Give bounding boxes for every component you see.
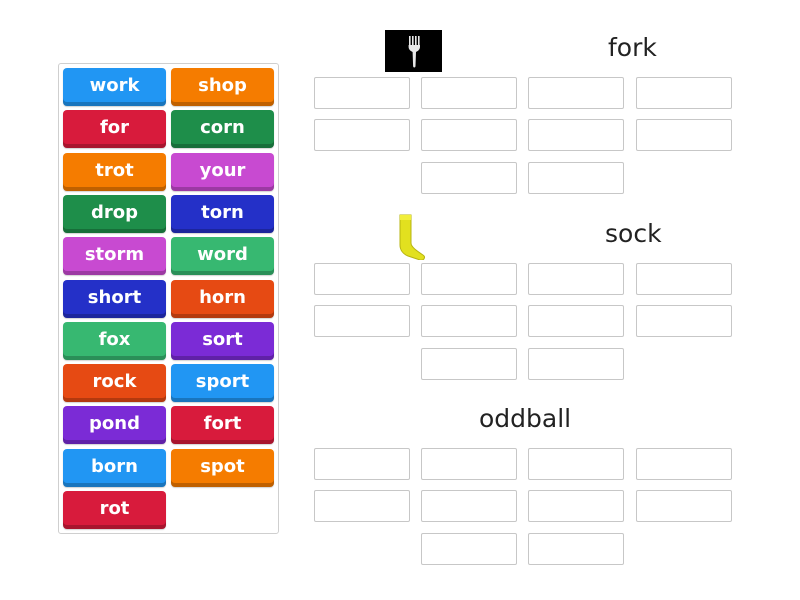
fork-icon xyxy=(385,30,442,72)
word-tile-torn[interactable]: torn xyxy=(171,194,274,233)
word-tile-storm[interactable]: storm xyxy=(63,237,166,276)
drop-slot-sock-6[interactable] xyxy=(421,305,517,337)
word-tile-spot[interactable]: spot xyxy=(171,448,274,487)
drop-slot-oddball-2[interactable] xyxy=(421,448,517,480)
drop-slot-sock-10[interactable] xyxy=(528,348,624,380)
word-tile-word[interactable]: word xyxy=(171,237,274,276)
word-tile-shop[interactable]: shop xyxy=(171,68,274,106)
drop-slot-sock-2[interactable] xyxy=(421,263,517,295)
drop-slot-sock-9[interactable] xyxy=(421,348,517,380)
drop-slot-fork-1[interactable] xyxy=(314,77,410,109)
word-tile-short[interactable]: short xyxy=(63,279,166,318)
drop-slot-oddball-4[interactable] xyxy=(636,448,732,480)
word-tile-fort[interactable]: fort xyxy=(171,406,274,445)
drop-slot-sock-3[interactable] xyxy=(528,263,624,295)
word-tile-rock[interactable]: rock xyxy=(63,364,166,403)
word-tile-corn[interactable]: corn xyxy=(171,110,274,149)
drop-slot-fork-3[interactable] xyxy=(528,77,624,109)
word-tile-sport[interactable]: sport xyxy=(171,364,274,403)
drop-slot-fork-2[interactable] xyxy=(421,77,517,109)
drop-slot-sock-1[interactable] xyxy=(314,263,410,295)
drop-slot-oddball-10[interactable] xyxy=(528,533,624,565)
word-tile-work[interactable]: work xyxy=(63,68,166,106)
group-title-oddball: oddball xyxy=(479,404,572,433)
group-title-fork: fork xyxy=(608,33,657,62)
word-tile-sort[interactable]: sort xyxy=(171,321,274,360)
drop-slot-fork-6[interactable] xyxy=(421,119,517,151)
drop-slot-oddball-7[interactable] xyxy=(528,490,624,522)
word-tile-drop[interactable]: drop xyxy=(63,194,166,233)
drop-slot-fork-9[interactable] xyxy=(421,162,517,194)
word-tile-pond[interactable]: pond xyxy=(63,406,166,445)
drop-slot-oddball-8[interactable] xyxy=(636,490,732,522)
drop-slot-fork-5[interactable] xyxy=(314,119,410,151)
drop-slot-sock-4[interactable] xyxy=(636,263,732,295)
sock-icon xyxy=(395,212,435,261)
group-title-sock: sock xyxy=(605,219,662,248)
word-tile-born[interactable]: born xyxy=(63,448,166,487)
drop-slot-oddball-9[interactable] xyxy=(421,533,517,565)
drop-slot-sock-7[interactable] xyxy=(528,305,624,337)
word-tile-horn[interactable]: horn xyxy=(171,279,274,318)
word-tile-your[interactable]: your xyxy=(171,152,274,191)
drop-slot-oddball-3[interactable] xyxy=(528,448,624,480)
drop-slot-sock-5[interactable] xyxy=(314,305,410,337)
word-tile-rot[interactable]: rot xyxy=(63,491,166,529)
word-tile-for[interactable]: for xyxy=(63,110,166,149)
drop-slot-fork-8[interactable] xyxy=(636,119,732,151)
word-tile-fox[interactable]: fox xyxy=(63,321,166,360)
drop-slot-oddball-6[interactable] xyxy=(421,490,517,522)
word-tile-trot[interactable]: trot xyxy=(63,152,166,191)
drop-slot-oddball-5[interactable] xyxy=(314,490,410,522)
drop-slot-fork-7[interactable] xyxy=(528,119,624,151)
drop-slot-sock-8[interactable] xyxy=(636,305,732,337)
drop-slot-fork-10[interactable] xyxy=(528,162,624,194)
drop-slot-fork-4[interactable] xyxy=(636,77,732,109)
drop-slot-oddball-1[interactable] xyxy=(314,448,410,480)
